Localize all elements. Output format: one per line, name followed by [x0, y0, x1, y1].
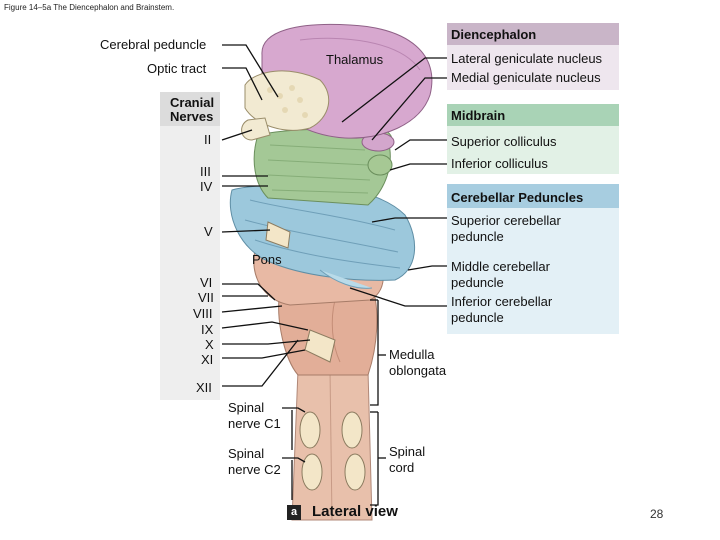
- medulla-oblongata-label: Medulla oblongata: [389, 347, 447, 378]
- leader-lines: [221, 44, 447, 506]
- nerve-v-label: V: [204, 224, 213, 239]
- inferior-colliculus-shape: [367, 154, 393, 176]
- nerve-vi-label: VI: [200, 275, 213, 290]
- spinal-cord-label: Spinal cord: [389, 444, 426, 475]
- inferior-cerebellar-peduncle-label: Inferior cerebellar peduncle: [451, 294, 553, 325]
- medulla-shape: [278, 284, 378, 376]
- view-badge: a: [287, 505, 301, 520]
- cerebellar-peduncles-panel: Cerebellar Peduncles Superior cerebellar…: [447, 184, 619, 334]
- nerve-iii-label: III: [200, 164, 211, 179]
- spinal-nerve-c2-ganglion: [301, 453, 323, 491]
- spinal-nerve-c1-label: Spinal nerve C1: [228, 400, 281, 431]
- middle-cerebellar-peduncle-label: Middle cerebellar peduncle: [451, 259, 550, 290]
- spinal-nerve-c1-ganglion: [299, 411, 321, 449]
- optic-tract-label: Optic tract: [147, 61, 207, 76]
- superior-cerebellar-peduncle-label: Superior cerebellar peduncle: [451, 213, 561, 244]
- lateral-geniculate-label: Lateral geniculate nucleus: [451, 51, 603, 66]
- page-number: 28: [650, 507, 664, 521]
- nerve-iv-label: IV: [200, 179, 213, 194]
- cranial-nerves-header-line2: Nerves: [170, 109, 214, 124]
- medial-geniculate-label: Medial geniculate nucleus: [451, 70, 601, 85]
- nerve-ii-label: II: [204, 132, 212, 147]
- spinal-nerve-c2-label: Spinal nerve C2: [228, 446, 281, 477]
- trigeminal-nerve-shape: [265, 221, 291, 249]
- nerve-ix-label: IX: [201, 322, 214, 337]
- diencephalon-panel: Diencephalon Lateral geniculate nucleus …: [447, 23, 619, 90]
- cerebellar-peduncles-header-bar: [447, 184, 619, 208]
- midbrain-header-bar: [447, 104, 619, 126]
- nerve-xi-label: XI: [201, 352, 214, 367]
- cerebellar-peduncles-header: Cerebellar Peduncles: [451, 190, 584, 205]
- thalamus-label: Thalamus: [326, 52, 384, 67]
- inferior-colliculus-label: Inferior colliculus: [451, 156, 548, 171]
- lateral-view-label: Lateral view: [312, 503, 398, 520]
- nerve-vii-label: VII: [198, 290, 214, 305]
- nerve-x-label: X: [205, 337, 214, 352]
- pons-label: Pons: [252, 252, 282, 267]
- superior-colliculus-label: Superior colliculus: [451, 134, 557, 149]
- midbrain-header: Midbrain: [451, 108, 506, 123]
- figure-caption: Figure 14–5a The Diencephalon and Brains…: [4, 3, 175, 12]
- cranial-nerves-header-box: [160, 92, 220, 126]
- diencephalon-header-bar: [447, 23, 619, 45]
- nerve-viii-label: VIII: [193, 306, 213, 321]
- midbrain-panel: Midbrain Superior colliculus Inferior co…: [447, 104, 619, 174]
- diencephalon-header: Diencephalon: [451, 27, 537, 42]
- cerebral-peduncle-label: Cerebral peduncle: [100, 37, 207, 52]
- cranial-nerves-header-line1: Cranial: [170, 95, 215, 110]
- optic-nerve-shape: [241, 117, 271, 141]
- nerve-xii-label: XII: [196, 380, 212, 395]
- cranial-nerves-panel: Cranial Nerves: [160, 92, 220, 400]
